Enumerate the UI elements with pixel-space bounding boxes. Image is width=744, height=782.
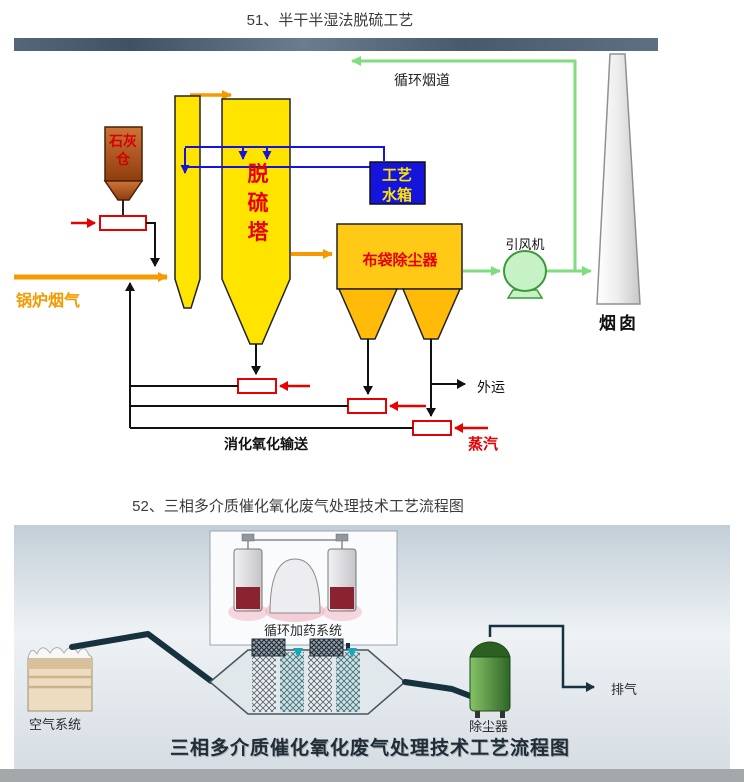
air-system-tank [27, 647, 93, 712]
label-boiler-flue-gas: 锅炉烟气 [16, 293, 81, 310]
label-dust-collector: 除尘器 [469, 719, 509, 734]
lime-feeder-box [99, 215, 147, 231]
water-pipe-upper [185, 146, 385, 161]
catalytic-reactor [208, 638, 407, 715]
reactor-top-unit-left-hatch [252, 639, 285, 656]
conveyor-box-3 [412, 420, 452, 436]
lime-silo-body [104, 126, 143, 182]
lime-silo-hopper [103, 180, 144, 201]
label-circulating-flue: 循环烟道 [394, 72, 450, 88]
reactor-panel-2-hatch [280, 652, 304, 712]
label-tower: 脱硫塔 [247, 163, 269, 244]
air-tank-ruffle [27, 647, 93, 662]
reactor-top-unit-right-hatch [310, 639, 343, 656]
spray-arrow-2 [347, 648, 357, 658]
conveyor-box-1 [237, 378, 277, 394]
section-51-heading: 51、半干半湿法脱硫工艺 [246, 12, 414, 29]
collector-body [469, 654, 511, 712]
label-air-system: 空气系统 [29, 717, 82, 732]
label-ash-conveying: 消化氧化输送 [224, 436, 308, 452]
reactor-panel-1-hatch [252, 652, 276, 712]
dust-collector [469, 641, 511, 718]
label-bag-filter: 布袋除尘器 [362, 252, 438, 269]
outlet-pipe [402, 679, 476, 700]
bag-filter [336, 223, 463, 340]
label-lime-silo: 石灰仓 [109, 133, 137, 168]
spray-arrow-1 [293, 648, 303, 658]
section-52-heading: 52、三相多介质催化氧化废气处理技术工艺流程图 [132, 498, 464, 515]
diagram1-top-bar [14, 38, 658, 51]
bag-filter-hopper-right [401, 288, 462, 340]
chimney-stack [596, 53, 641, 305]
label-chimney: 烟囱 [599, 314, 639, 333]
reactor-panel-3-hatch [308, 652, 332, 712]
collector-cap [469, 641, 511, 658]
bag-filter-body [336, 223, 463, 290]
label-steam: 蒸汽 [468, 436, 499, 453]
desulfurization-tower [221, 98, 291, 345]
dosing-system [209, 530, 398, 646]
label-exhaust: 排气 [611, 682, 638, 697]
dosing-dome [269, 558, 321, 614]
label-water-tank: 工艺水箱 [381, 167, 412, 204]
page-bottom-bar [0, 769, 744, 782]
label-outbound: 外运 [477, 379, 505, 395]
riser-column [174, 95, 201, 309]
collector-leg-right [500, 711, 505, 718]
conveyor-box-2 [347, 398, 387, 414]
dosing-motor-left [241, 533, 255, 542]
dosing-motor-right [335, 533, 349, 542]
fan-housing [503, 250, 547, 292]
process-water-tank [369, 161, 426, 205]
collector-leg-left [475, 711, 480, 718]
catalytic-oxidation-process-diagram [14, 525, 730, 770]
dosing-liquid-right [330, 587, 354, 609]
lime-silo [103, 126, 144, 215]
air-tank-band [28, 659, 92, 669]
diagram2-caption: 三相多介质催化氧化废气处理技术工艺流程图 [169, 738, 570, 759]
bag-filter-hopper-left [337, 288, 399, 340]
exhaust-pipe [488, 624, 595, 692]
reactor-shell [208, 649, 407, 715]
ash-discharge-system [125, 282, 488, 436]
lime-drop-line [146, 222, 160, 267]
reactor-panel-4-hatch [336, 652, 360, 712]
desulfurization-process-diagram [14, 53, 641, 436]
process-water-pipes [180, 146, 385, 174]
dosing-liquid-left [236, 587, 260, 609]
inlet-pipe [69, 631, 214, 684]
label-dosing-system: 循环加药系统 [264, 623, 343, 638]
label-fan: 引风机 [505, 237, 545, 252]
recirculation-duct [351, 56, 577, 270]
induced-draft-fan [503, 250, 547, 299]
